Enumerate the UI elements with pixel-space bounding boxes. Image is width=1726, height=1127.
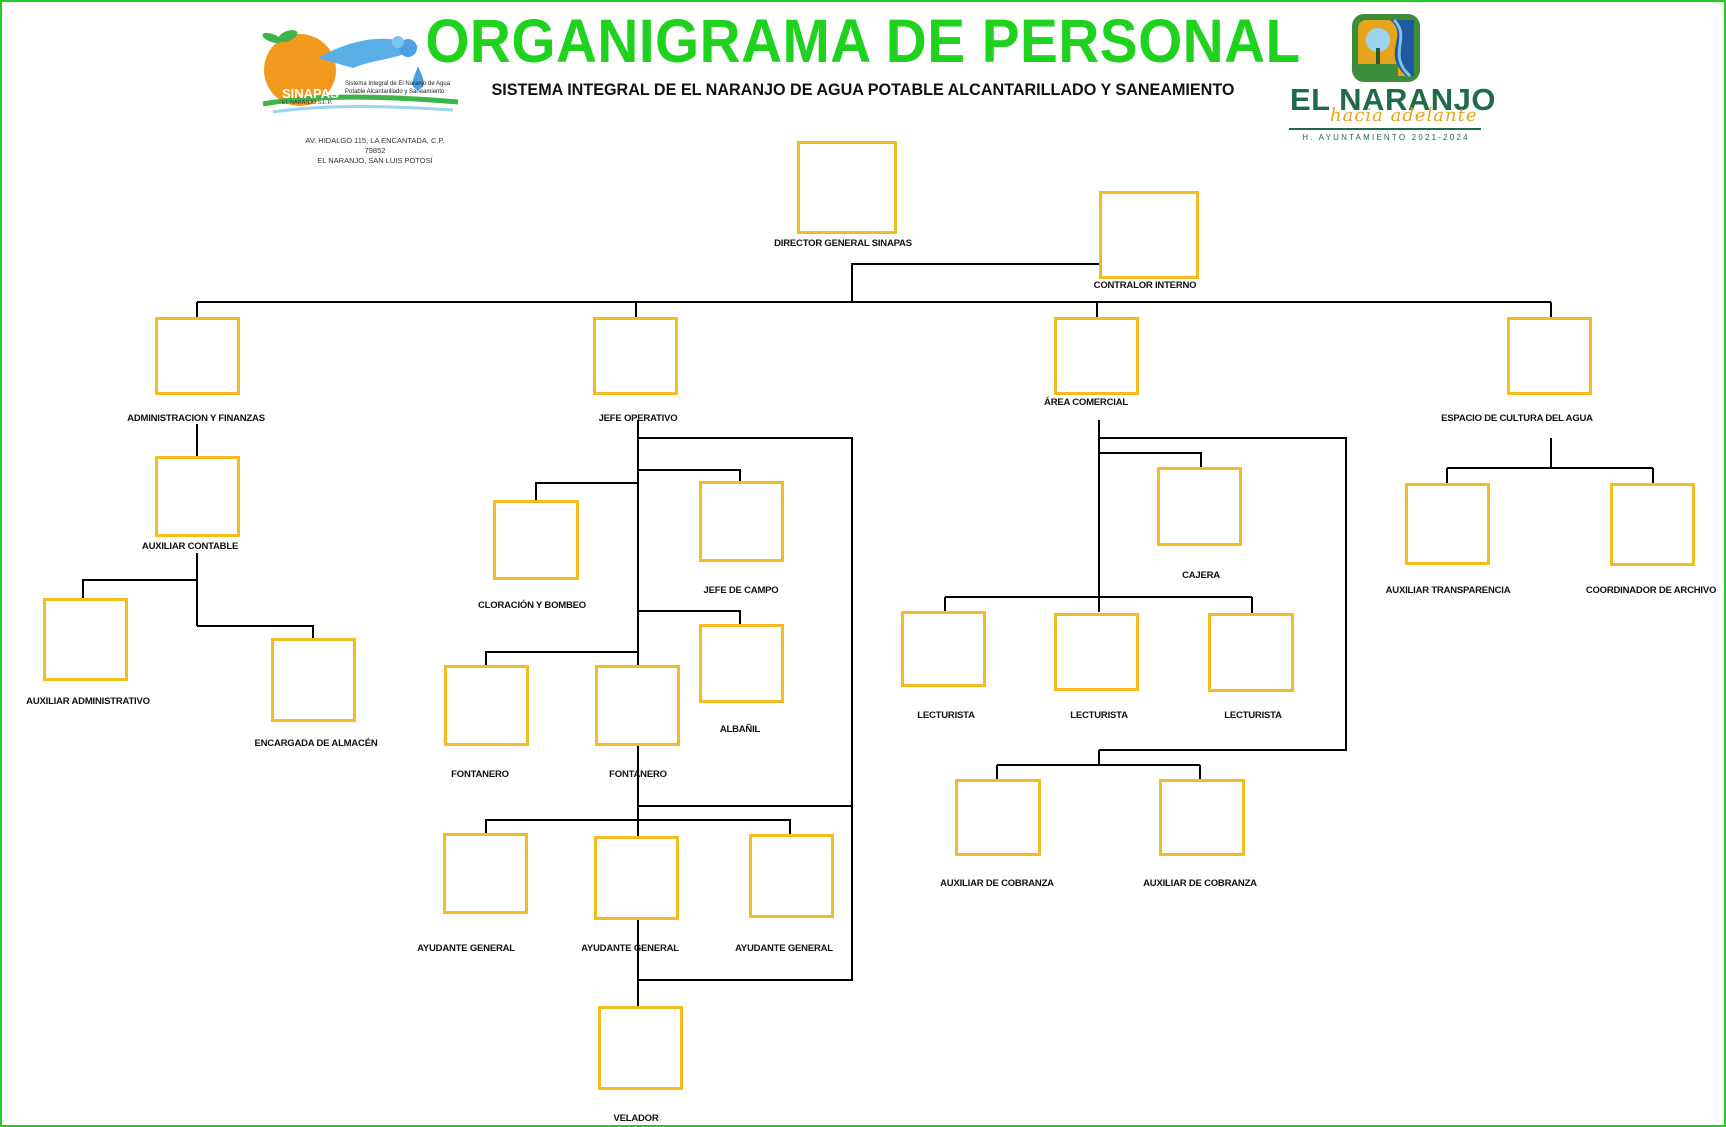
- label-espacio-cultura: ESPACIO DE CULTURA DEL AGUA: [1441, 413, 1593, 424]
- box-jefe-operativo: [593, 317, 678, 395]
- label-lecturista-3: LECTURISTA: [1224, 710, 1282, 721]
- label-lecturista-1: LECTURISTA: [917, 710, 975, 721]
- label-albanil: ALBAÑIL: [719, 724, 761, 735]
- sinapas-logo: [262, 30, 459, 114]
- label-ayudante-1: AYUDANTE GENERAL: [417, 943, 515, 954]
- sinapas-address-line2: EL NARANJO, SAN LUIS POTOSÍ: [317, 156, 433, 165]
- label-cloracion: CLORACIÓN Y BOMBEO: [478, 600, 586, 611]
- label-cobranza-1: AUXILIAR DE COBRANZA: [940, 878, 1054, 889]
- sinapas-address-line1: AV. HIDALGO 115, LA ENCANTADA, C.P. 7985…: [305, 136, 445, 155]
- sinapas-name: SINAPAS: [282, 86, 339, 101]
- box-admin: [155, 317, 240, 395]
- label-fontanero-2: FONTANERO: [609, 769, 667, 780]
- box-lecturista-1: [901, 611, 986, 687]
- sinapas-sub: EL NARANJO S.L.P.: [282, 100, 333, 106]
- label-coord-archivo: COORDINADOR DE ARCHIVO: [1585, 585, 1717, 596]
- label-ayudante-2: AYUDANTE GENERAL: [581, 943, 679, 954]
- label-aux-contable: AUXILIAR CONTABLE: [141, 541, 239, 552]
- box-fontanero-1: [444, 665, 529, 746]
- label-lecturista-2: LECTURISTA: [1070, 710, 1128, 721]
- box-aux-admin: [43, 598, 128, 681]
- label-velador: VELADOR: [613, 1113, 659, 1124]
- box-coord-archivo: [1610, 483, 1695, 566]
- label-almacen: ENCARGADA DE ALMACÉN: [254, 738, 378, 749]
- box-director: [797, 141, 897, 234]
- naranjo-name: EL NARANJO: [1290, 82, 1496, 117]
- label-aux-transparencia: AUXILIAR TRANSPARENCIA: [1385, 585, 1511, 596]
- naranjo-ayuntamiento: H. AYUNTAMIENTO 2021-2024: [1302, 133, 1470, 142]
- label-director: DIRECTOR GENERAL SINAPAS: [774, 238, 912, 249]
- box-area-comercial: [1054, 317, 1139, 395]
- label-ayudante-3: AYUDANTE GENERAL: [735, 943, 833, 954]
- label-area-comercial: ÁREA COMERCIAL: [1044, 397, 1128, 408]
- sinapas-address: AV. HIDALGO 115, LA ENCANTADA, C.P. 7985…: [295, 136, 455, 166]
- label-cajera: CAJERA: [1182, 570, 1220, 581]
- box-cajera: [1157, 467, 1242, 546]
- box-lecturista-3: [1208, 613, 1294, 692]
- box-contralor: [1099, 191, 1199, 279]
- box-lecturista-2: [1054, 613, 1139, 691]
- tree-river-emblem-icon: [1352, 14, 1420, 82]
- box-ayudante-1: [443, 833, 528, 914]
- box-espacio-cultura: [1507, 317, 1592, 395]
- box-albanil: [699, 624, 784, 703]
- naranjo-divider: [1289, 128, 1481, 130]
- label-admin: ADMINISTRACION Y FINANZAS: [127, 413, 265, 424]
- label-cobranza-2: AUXILIAR DE COBRANZA: [1143, 878, 1257, 889]
- box-fontanero-2: [595, 665, 680, 746]
- box-velador: [598, 1006, 683, 1090]
- box-ayudante-3: [749, 834, 834, 918]
- box-cobranza-1: [955, 779, 1041, 856]
- page-subtitle: SISTEMA INTEGRAL DE EL NARANJO DE AGUA P…: [491, 80, 1235, 99]
- label-jefe-operativo: JEFE OPERATIVO: [598, 413, 678, 424]
- label-contralor: CONTRALOR INTERNO: [1093, 280, 1197, 291]
- box-jefe-campo: [699, 481, 784, 562]
- naranjo-tagline: hacia adelante: [1330, 105, 1478, 126]
- box-aux-contable: [155, 456, 240, 537]
- label-jefe-campo: JEFE DE CAMPO: [703, 585, 779, 596]
- page-title: ORGANIGRAMA DE PERSONAL: [425, 7, 1301, 75]
- label-aux-admin: AUXILIAR ADMINISTRATIVO: [26, 696, 150, 707]
- box-cobranza-2: [1159, 779, 1245, 856]
- box-aux-transparencia: [1405, 483, 1490, 565]
- box-cloracion: [493, 500, 579, 580]
- label-fontanero-1: FONTANERO: [451, 769, 509, 780]
- box-ayudante-2: [594, 836, 679, 920]
- sinapas-description: Sistema Integral de El Naranjo de Agua P…: [345, 81, 451, 95]
- box-almacen: [271, 638, 356, 722]
